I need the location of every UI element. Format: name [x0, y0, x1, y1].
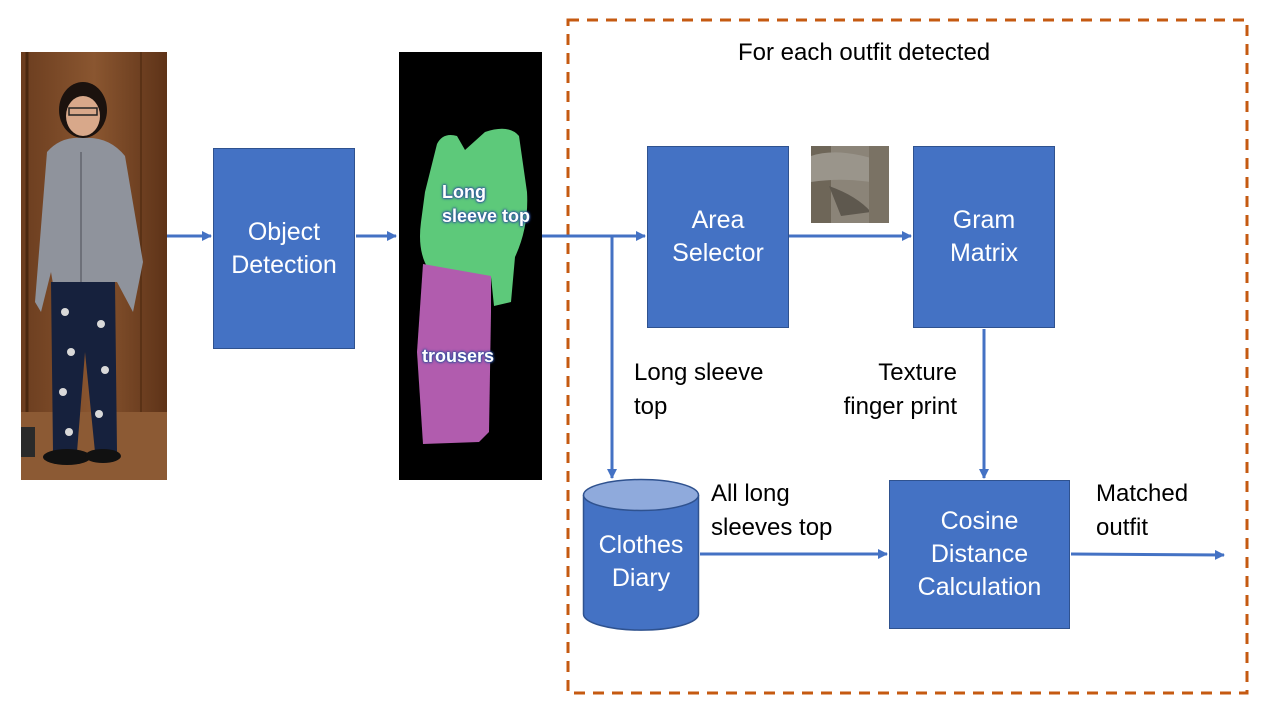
- segment-label-trousers: trousers: [422, 346, 495, 366]
- region-title: For each outfit detected: [738, 39, 991, 66]
- segment-label-top: Long sleeve top: [442, 182, 531, 226]
- object-detection-box: Object Detection: [213, 148, 355, 349]
- texture-patch: [811, 146, 889, 223]
- matched-outfit-label: Matched outfit: [1096, 480, 1189, 541]
- texture-fingerprint-label: Texture finger print: [843, 359, 957, 420]
- clothes-diary-cylinder: [582, 478, 700, 631]
- long-sleeve-top-label: Long sleeve top: [634, 359, 764, 420]
- area-selector-box: Area Selector: [647, 146, 789, 328]
- clothes-diary-label: Clothes Diary: [598, 531, 684, 592]
- cosine-distance-box: Cosine Distance Calculation: [889, 480, 1070, 629]
- segmentation-mask: [399, 52, 542, 480]
- gram-matrix-box: Gram Matrix: [913, 146, 1055, 328]
- all-long-sleeves-label: All long sleeves top: [711, 480, 833, 541]
- person-photo: [21, 52, 167, 480]
